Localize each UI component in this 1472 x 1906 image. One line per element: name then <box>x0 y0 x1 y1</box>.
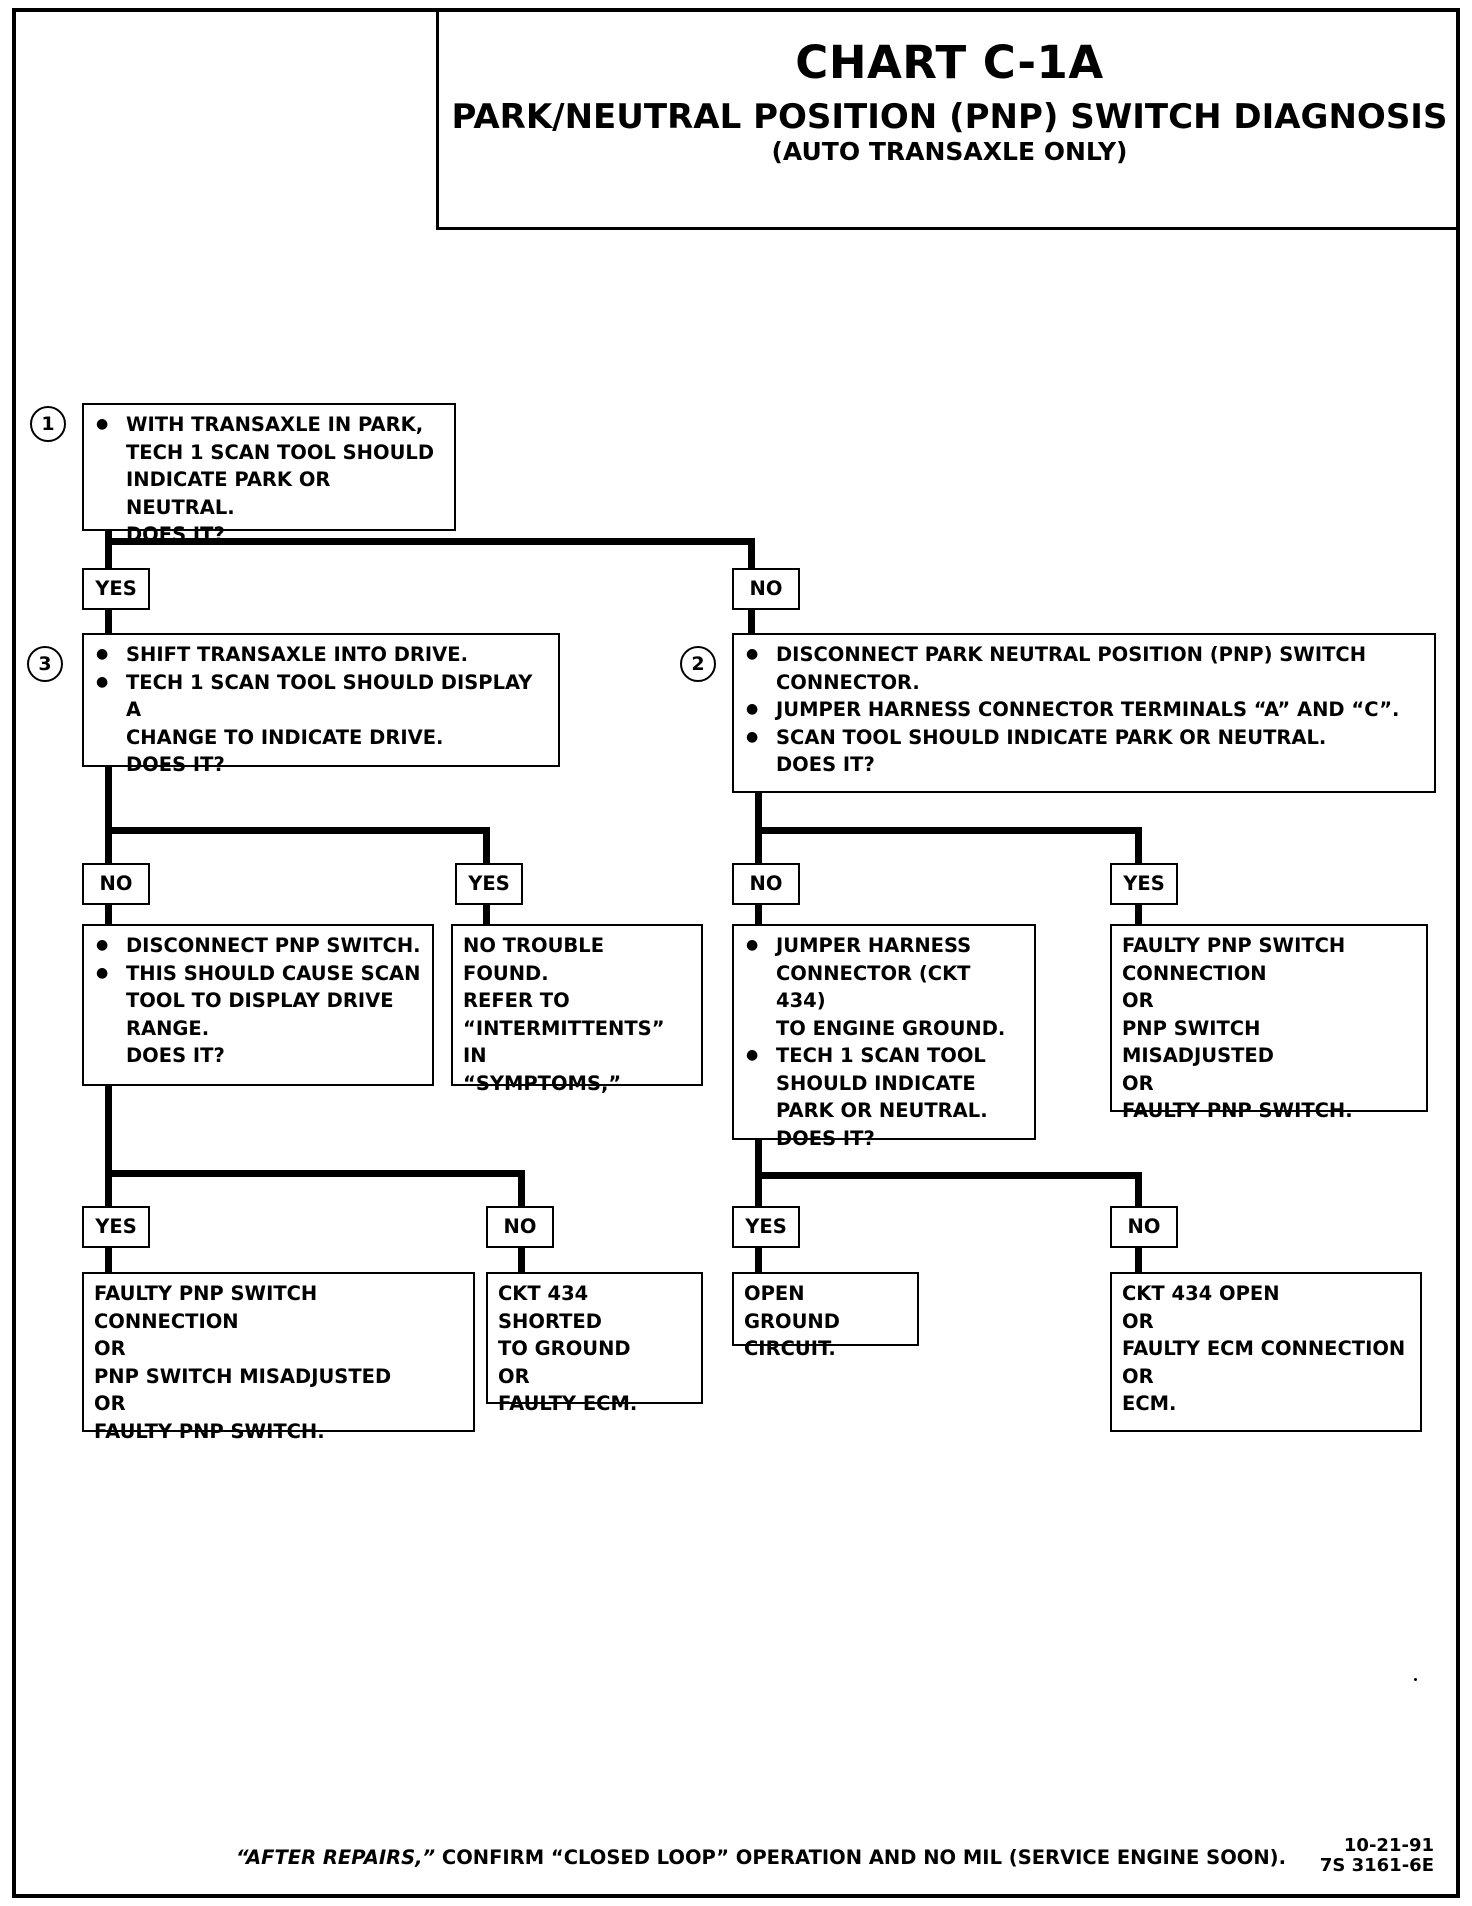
footer-note: “AFTER REPAIRS,” CONFIRM “CLOSED LOOP” O… <box>236 1846 1286 1869</box>
chart-subtitle: PARK/NEUTRAL POSITION (PNP) SWITCH DIAGN… <box>451 97 1448 137</box>
connector-line <box>105 1085 112 1207</box>
connector-line <box>1135 1248 1142 1273</box>
bullet-continuation: DOES IT? <box>776 1126 875 1150</box>
connector-line <box>755 1248 762 1273</box>
footer-text: CONFIRM “CLOSED LOOP” OPERATION AND NO M… <box>435 1846 1287 1869</box>
connector-line <box>748 609 755 634</box>
no-trouble-found-box: NO TROUBLE FOUND. REFER TO “INTERMITTENT… <box>451 924 703 1095</box>
document-code: 7S 3161-6E <box>1319 1855 1434 1876</box>
jumper-harness-box: JUMPER HARNESS CONNECTOR (CKT 434) TO EN… <box>732 924 1036 1150</box>
no-label: NO <box>732 863 800 905</box>
bullet-continuation: TOOL TO DISPLAY DRIVE <box>126 989 394 1012</box>
connector-line <box>105 609 112 634</box>
connector-line <box>105 528 112 568</box>
result-text: NO TROUBLE FOUND. REFER TO “INTERMITTENT… <box>463 934 665 1095</box>
bullet-continuation: CHANGE TO INDICATE DRIVE. <box>126 725 444 749</box>
bullet-continuation: CONNECTOR. <box>776 670 920 694</box>
result-text: OPEN GROUND CIRCUIT. <box>744 1282 840 1360</box>
ckt-shorted-box: CKT 434 SHORTED TO GROUND OR FAULTY ECM. <box>486 1272 703 1415</box>
bullet-continuation: DOES IT? <box>126 753 225 776</box>
connector-line <box>755 827 1142 834</box>
no-label: NO <box>732 568 800 610</box>
title-block: CHART C-1A PARK/NEUTRAL POSITION (PNP) S… <box>436 8 1460 230</box>
no-label: NO <box>82 863 150 905</box>
open-ground-box: OPEN GROUND CIRCUIT. <box>732 1272 919 1360</box>
chart-title: CHART C-1A <box>795 36 1104 89</box>
bullet-item: JUMPER HARNESS <box>744 932 1024 960</box>
ckt-open-box: CKT 434 OPEN OR FAULTY ECM CONNECTION OR… <box>1110 1272 1422 1432</box>
connector-line <box>105 827 490 834</box>
bullet-continuation: DOES IT? <box>776 753 875 776</box>
bullet-continuation: CONNECTOR (CKT 434) <box>776 961 971 1013</box>
connector-line <box>518 1170 525 1207</box>
yes-label: YES <box>82 1206 150 1248</box>
yes-label: YES <box>82 568 150 610</box>
connector-line <box>105 1170 525 1177</box>
document-id: 10-21-91 7S 3161-6E <box>1320 1836 1434 1876</box>
bullet-item: TECH 1 SCAN TOOL SHOULD DISPLAY A <box>94 669 548 724</box>
bullet-item: SHIFT TRANSAXLE INTO DRIVE. <box>94 641 548 669</box>
connector-line <box>105 905 112 925</box>
bullet-continuation: DOES IT? <box>126 523 225 546</box>
step-3-box: SHIFT TRANSAXLE INTO DRIVE. TECH 1 SCAN … <box>82 633 560 776</box>
yes-label: YES <box>1110 863 1178 905</box>
document-date: 10-21-91 <box>1343 1835 1434 1856</box>
connector-line <box>755 1172 1142 1179</box>
connector-line <box>1135 1172 1142 1207</box>
connector-line <box>1135 905 1142 925</box>
disconnect-switch-box: DISCONNECT PNP SWITCH. THIS SHOULD CAUSE… <box>82 924 434 1086</box>
faulty-pnp-right-box: FAULTY PNP SWITCH CONNECTION OR PNP SWIT… <box>1110 924 1428 1122</box>
footer-italic: “AFTER REPAIRS,” <box>236 1846 436 1869</box>
chart-note: (AUTO TRANSAXLE ONLY) <box>771 137 1128 166</box>
bullet-continuation: TECH 1 SCAN TOOL SHOULD <box>126 440 435 464</box>
step-marker-2: 2 <box>680 646 716 682</box>
result-text: FAULTY PNP SWITCH CONNECTION OR PNP SWIT… <box>94 1282 392 1443</box>
bullet-continuation: INDICATE PARK OR NEUTRAL. <box>126 468 331 519</box>
bullet-continuation: SHOULD INDICATE <box>776 1071 976 1095</box>
faulty-pnp-left-box: FAULTY PNP SWITCH CONNECTION OR PNP SWIT… <box>82 1272 475 1443</box>
connector-line <box>518 1248 525 1273</box>
connector-line <box>1135 827 1142 865</box>
connector-line <box>105 538 755 545</box>
bullet-item: WITH TRANSAXLE IN PARK, <box>94 411 444 439</box>
bullet-item: THIS SHOULD CAUSE SCAN <box>94 960 422 988</box>
bullet-item: DISCONNECT PNP SWITCH. <box>94 932 422 960</box>
bullet-item: TECH 1 SCAN TOOL <box>744 1042 1024 1070</box>
step-marker-1: 1 <box>30 406 66 442</box>
yes-label: YES <box>455 863 523 905</box>
connector-line <box>105 1248 112 1273</box>
step-2-box: DISCONNECT PARK NEUTRAL POSITION (PNP) S… <box>732 633 1436 793</box>
bullet-continuation: TO ENGINE GROUND. <box>776 1016 1006 1040</box>
no-label: NO <box>1110 1206 1178 1248</box>
result-text: CKT 434 SHORTED TO GROUND OR FAULTY ECM. <box>498 1282 638 1415</box>
stray-dot <box>1414 1678 1417 1681</box>
step-1-box: WITH TRANSAXLE IN PARK, TECH 1 SCAN TOOL… <box>82 403 456 546</box>
step-marker-3: 3 <box>27 646 63 682</box>
page-border <box>12 8 1460 1898</box>
bullet-item: SCAN TOOL SHOULD INDICATE PARK OR NEUTRA… <box>744 724 1424 752</box>
bullet-continuation: DOES IT? <box>126 1044 225 1067</box>
no-label: NO <box>486 1206 554 1248</box>
connector-line <box>105 765 112 865</box>
bullet-continuation: RANGE. <box>126 1016 210 1040</box>
result-text: FAULTY PNP SWITCH CONNECTION OR PNP SWIT… <box>1122 934 1353 1122</box>
bullet-item: JUMPER HARNESS CONNECTOR TERMINALS “A” A… <box>744 696 1424 724</box>
bullet-item: DISCONNECT PARK NEUTRAL POSITION (PNP) S… <box>744 641 1424 669</box>
connector-line <box>483 827 490 865</box>
yes-label: YES <box>732 1206 800 1248</box>
connector-line <box>755 905 762 925</box>
result-text: CKT 434 OPEN OR FAULTY ECM CONNECTION OR… <box>1122 1282 1406 1415</box>
bullet-continuation: PARK OR NEUTRAL. <box>776 1099 988 1122</box>
connector-line <box>483 905 490 925</box>
connector-line <box>748 538 755 568</box>
